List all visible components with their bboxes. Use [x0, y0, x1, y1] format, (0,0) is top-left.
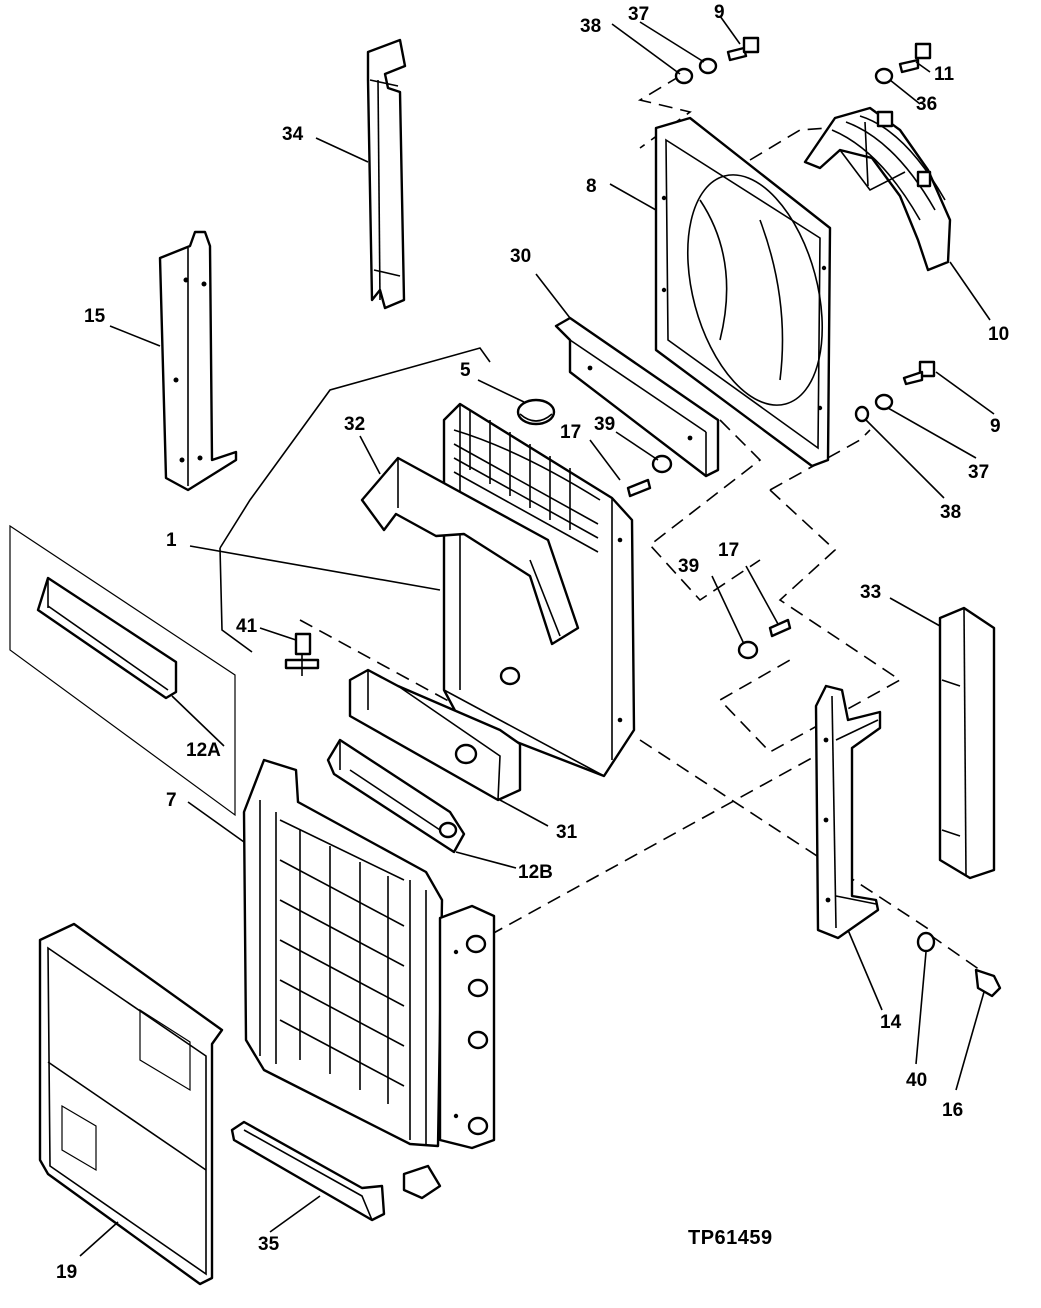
- callout-17-upper: 17: [560, 422, 581, 443]
- callout-32: 32: [344, 414, 365, 435]
- callout-33: 33: [860, 582, 881, 603]
- part-14-side-bracket: [814, 684, 882, 940]
- callout-14: 14: [880, 1012, 902, 1033]
- part-32-baffle: [360, 456, 580, 646]
- hardware-fasteners: [626, 36, 1002, 998]
- callout-16: 16: [942, 1100, 963, 1121]
- part-12a-inset-bracket: [9, 524, 236, 817]
- callout-41: 41: [236, 616, 258, 637]
- part-31-lower-seal: [348, 668, 522, 802]
- callout-17-lower: 17: [718, 540, 739, 561]
- callout-9-right: 9: [990, 416, 1001, 437]
- part-33-side-seal: [938, 606, 996, 880]
- callout-1: 1: [166, 530, 177, 551]
- part-30-top-bracket: [554, 316, 720, 478]
- leader-lines: [79, 15, 995, 1257]
- callout-38-top: 38: [580, 16, 601, 37]
- callout-19: 19: [56, 1262, 77, 1283]
- part-7-oil-cooler: [242, 758, 496, 1200]
- part-19-grille-screen: [38, 922, 224, 1286]
- callout-15: 15: [84, 306, 106, 327]
- part-5-radiator-cap: [516, 398, 556, 426]
- callout-31: 31: [556, 822, 578, 843]
- part-10-fan-guard: [803, 106, 952, 272]
- callout-37-top: 37: [628, 4, 649, 25]
- part-12b-lower-bracket: [326, 738, 466, 854]
- callout-12a: 12A: [186, 740, 221, 761]
- callout-40: 40: [906, 1070, 927, 1091]
- callout-7: 7: [166, 790, 177, 811]
- callout-5: 5: [460, 360, 471, 381]
- callout-36: 36: [916, 94, 937, 115]
- callout-10: 10: [988, 324, 1009, 345]
- callout-34: 34: [282, 124, 304, 145]
- part-15-support-bracket: [158, 230, 238, 492]
- callout-38-right: 38: [940, 502, 961, 523]
- callout-35: 35: [258, 1234, 280, 1255]
- part-34-seal-strip: [366, 38, 407, 310]
- callout-39-upper: 39: [594, 414, 615, 435]
- callout-11: 11: [934, 64, 955, 85]
- part-35-bottom-bracket: [230, 1120, 386, 1222]
- callout-37-right: 37: [968, 462, 989, 483]
- part-8-fan-shroud: [654, 116, 832, 468]
- callout-labels: 38 37 9 11 36 8 10 9 37 38 30 5 32 17 39…: [56, 2, 1009, 1283]
- figure-reference-code: TP61459: [688, 1227, 773, 1249]
- callout-12b: 12B: [518, 862, 553, 883]
- callout-8: 8: [586, 176, 597, 197]
- callout-39-lower: 39: [678, 556, 699, 577]
- callout-30: 30: [510, 246, 531, 267]
- part-41-drain-fitting: [284, 632, 320, 676]
- callout-9-top: 9: [714, 2, 725, 23]
